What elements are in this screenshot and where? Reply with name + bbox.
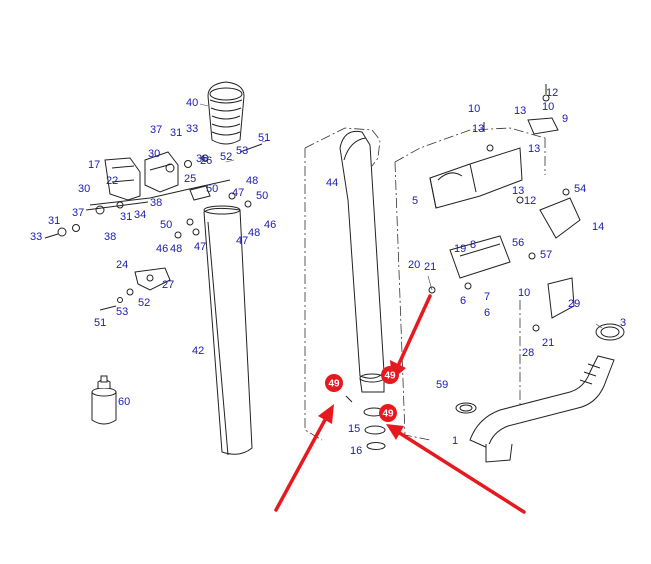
lower-duct: [455, 323, 625, 463]
part-label-22: 22: [106, 175, 118, 187]
right-duct-assembly: [428, 84, 581, 332]
part-label-19: 19: [454, 243, 466, 255]
part-label-47: 47: [232, 187, 244, 199]
part-label-51: 51: [94, 317, 106, 329]
part-label-13: 13: [528, 143, 540, 155]
part-label-48: 48: [246, 175, 258, 187]
part-label-48: 48: [248, 227, 260, 239]
part-label-50: 50: [160, 219, 172, 231]
part-label-31: 31: [170, 127, 182, 139]
part-label-8: 8: [470, 239, 476, 251]
callout-badge: 49: [325, 374, 343, 392]
callout-circle: [325, 374, 343, 392]
part-label-10: 10: [518, 287, 530, 299]
part-label-12: 12: [546, 87, 558, 99]
part-label-50: 50: [206, 183, 218, 195]
callout-badge: 49: [381, 366, 399, 384]
part-label-14: 14: [592, 221, 604, 233]
callout-circle: [381, 366, 399, 384]
part-label-25: 25: [184, 173, 196, 185]
part-label-13: 13: [512, 185, 524, 197]
leader-lines: [199, 103, 603, 329]
part-label-24: 24: [116, 259, 128, 271]
part-label-6: 6: [460, 295, 466, 307]
part-label-10: 10: [542, 101, 554, 113]
spray-can: [91, 375, 117, 425]
part-label-57: 57: [540, 249, 552, 261]
part-label-1: 1: [452, 435, 458, 447]
part-label-28: 28: [522, 347, 534, 359]
part-label-51: 51: [258, 132, 270, 144]
part-label-9: 9: [562, 113, 568, 125]
part-label-33: 33: [186, 123, 198, 135]
part-label-37: 37: [150, 124, 162, 136]
part-label-47: 47: [194, 241, 206, 253]
part-label-26: 26: [200, 155, 212, 167]
part-label-16: 16: [350, 445, 362, 457]
part-label-17: 17: [88, 159, 100, 171]
middle-pipe: [339, 130, 386, 450]
part-label-13: 13: [472, 123, 484, 135]
callout-number: 49: [328, 379, 340, 390]
callout-number: 49: [384, 371, 396, 382]
part-label-3: 3: [620, 317, 626, 329]
callout-badge: 49: [379, 404, 397, 422]
part-label-40: 40: [186, 97, 198, 109]
part-label-48: 48: [170, 243, 182, 255]
part-label-53: 53: [236, 145, 248, 157]
part-label-27: 27: [162, 279, 174, 291]
callout-circle: [379, 404, 397, 422]
callout-badges: 49 49 49: [325, 366, 399, 422]
part-label-53: 53: [116, 306, 128, 318]
part-label-46: 46: [156, 243, 168, 255]
callout-arrows: [274, 294, 526, 514]
part-label-47: 47: [236, 235, 248, 247]
part-label-15: 15: [348, 423, 360, 435]
part-label-59: 59: [436, 379, 448, 391]
part-label-10: 10: [468, 103, 480, 115]
part-label-46: 46: [264, 219, 276, 231]
part-label-44: 44: [326, 177, 338, 189]
part-label-56: 56: [512, 237, 524, 249]
part-label-38: 38: [150, 197, 162, 209]
part-label-52: 52: [220, 151, 232, 163]
part-label-34: 34: [134, 209, 146, 221]
part-label-42: 42: [192, 345, 204, 357]
part-label-13: 13: [514, 105, 526, 117]
part-label-36: 36: [196, 153, 208, 165]
part-label-37: 37: [72, 207, 84, 219]
part-label-29: 29: [568, 298, 580, 310]
part-label-31: 31: [48, 215, 60, 227]
intake-cap: [207, 81, 245, 145]
part-label-6: 6: [484, 307, 490, 319]
part-label-20: 20: [408, 259, 420, 271]
part-label-31: 31: [120, 211, 132, 223]
part-label-30: 30: [78, 183, 90, 195]
part-label-5: 5: [412, 195, 418, 207]
part-label-33: 33: [30, 231, 42, 243]
bracket-assembly-left: [44, 143, 263, 311]
part-label-54: 54: [574, 183, 586, 195]
part-label-7: 7: [484, 291, 490, 303]
part-label-21: 21: [542, 337, 554, 349]
part-label-38: 38: [104, 231, 116, 243]
part-label-21: 21: [424, 261, 436, 273]
part-label-52: 52: [138, 297, 150, 309]
part-label-30: 30: [148, 148, 160, 160]
long-duct: [203, 205, 253, 456]
callout-number: 49: [382, 409, 394, 420]
part-label-50: 50: [256, 190, 268, 202]
part-label-60: 60: [118, 396, 130, 408]
part-label-12: 12: [524, 195, 536, 207]
